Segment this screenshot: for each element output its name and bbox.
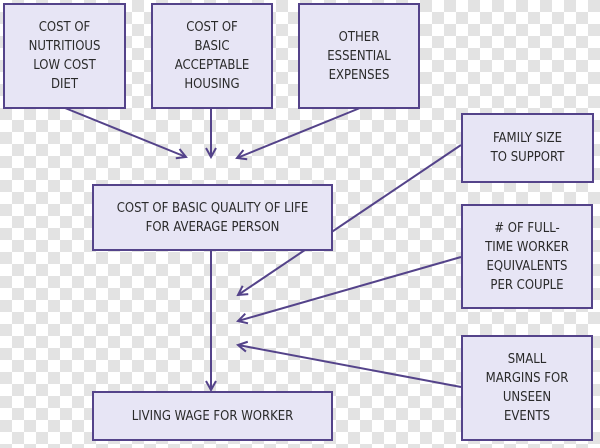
arrow-diet-to-quality [64, 107, 186, 157]
node-other-expenses: OTHER ESSENTIAL EXPENSES [298, 3, 420, 109]
arrow-family-to-wage [238, 144, 462, 295]
node-quality-of-life: COST OF BASIC QUALITY OF LIFE FOR AVERAG… [92, 184, 333, 251]
node-worker-equivalents: # OF FULL- TIME WORKER EQUIVALENTS PER C… [461, 204, 593, 309]
node-small-margins: SMALL MARGINS FOR UNSEEN EVENTS [461, 335, 593, 441]
arrow-margins-to-wage [238, 345, 462, 388]
node-housing: COST OF BASIC ACCEPTABLE HOUSING [151, 3, 273, 109]
arrow-other-to-quality [237, 107, 361, 158]
arrow-workers-to-wage [238, 256, 462, 321]
node-diet: COST OF NUTRITIOUS LOW COST DIET [3, 3, 126, 109]
node-family-size: FAMILY SIZE TO SUPPORT [461, 113, 594, 183]
node-living-wage: LIVING WAGE FOR WORKER [92, 391, 333, 441]
